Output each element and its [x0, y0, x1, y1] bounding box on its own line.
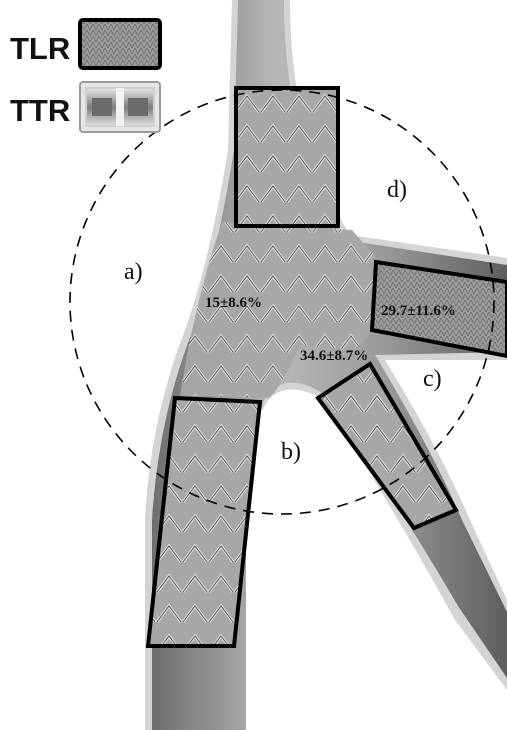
legend-label-ttr: TTR — [10, 93, 70, 128]
value-label-branch-right: 29.7±11.6% — [381, 303, 456, 319]
value-label-main: 15±8.6% — [205, 295, 262, 311]
region-label-c: c) — [423, 366, 442, 392]
legend-label-tlr: TLR — [10, 31, 70, 66]
region-label-d: d) — [387, 177, 407, 203]
region-label-b: b) — [281, 439, 301, 465]
proximal-stent — [236, 88, 338, 226]
value-label-branch-lower: 34.6±8.7% — [300, 348, 368, 364]
legend: TLR TTR — [10, 20, 160, 132]
crosshatch-texture-swatch — [80, 20, 160, 68]
region-label-a: a) — [124, 259, 143, 285]
tile-texture-swatch — [80, 82, 160, 132]
